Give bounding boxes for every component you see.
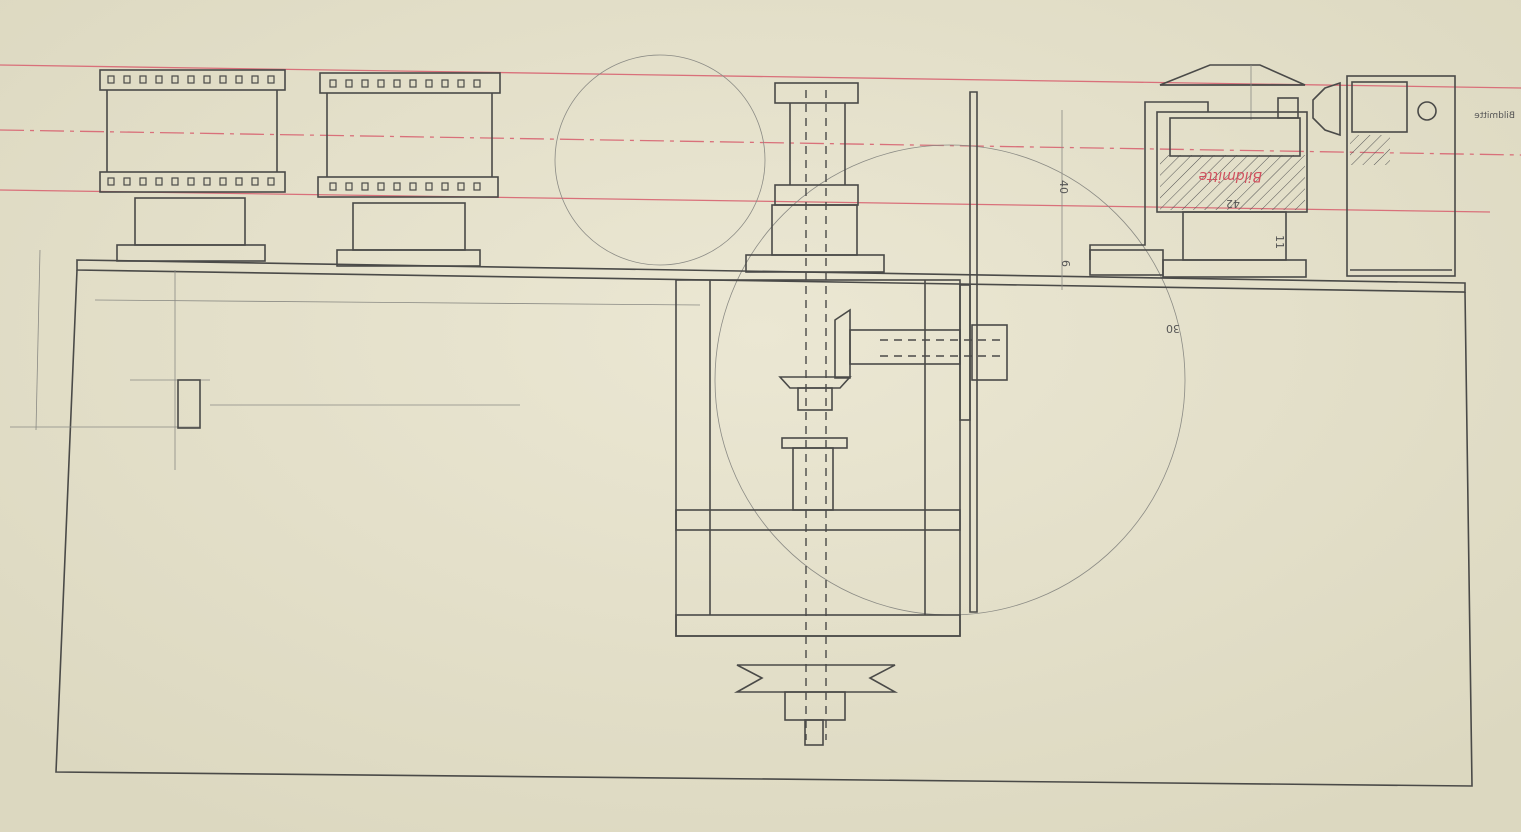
film-strip-2 <box>317 72 501 267</box>
left-dimension <box>10 249 210 470</box>
dim-42-label: 42 <box>1226 197 1240 210</box>
film-strip-1 <box>99 69 286 262</box>
lamp-housing <box>1089 64 1456 278</box>
side-note-label: Bildmitte <box>1474 111 1515 121</box>
dimension-labels: 40 6 42 11 30 Bildmitte Bildmitte <box>1057 110 1515 335</box>
gear-frame <box>675 279 1008 746</box>
dim-30-label: 30 <box>1166 322 1180 335</box>
construction-circle <box>554 54 766 266</box>
dim-6-label: 6 <box>1059 260 1072 267</box>
dim-40-label: 40 <box>1057 180 1070 194</box>
sprocket-column <box>745 82 885 740</box>
shutter-plate <box>969 91 978 613</box>
base-housing <box>55 259 1473 787</box>
dim-11-label: 11 <box>1273 235 1286 249</box>
center-line-label: Bildmitte <box>1199 168 1262 184</box>
